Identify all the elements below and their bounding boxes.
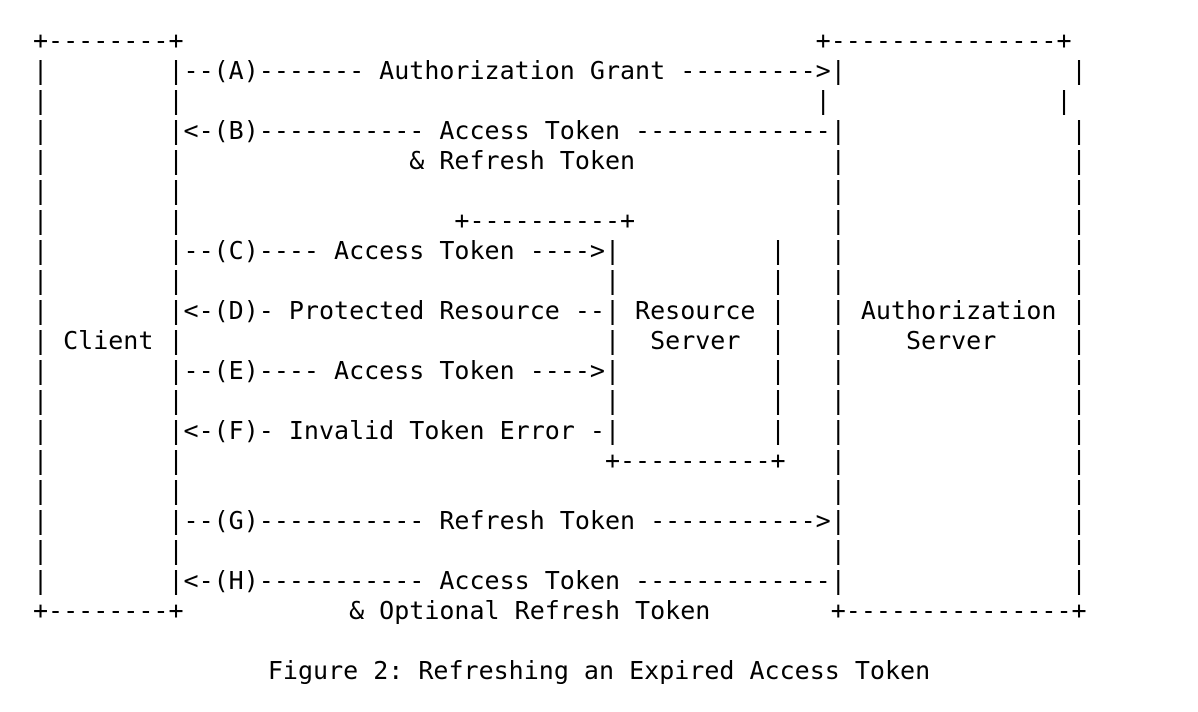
figure-caption: Figure 2: Refreshing an Expired Access T… <box>267 656 931 685</box>
ascii-art-diagram: +--------+ +---------------+ | |--(A)---… <box>33 26 1087 625</box>
